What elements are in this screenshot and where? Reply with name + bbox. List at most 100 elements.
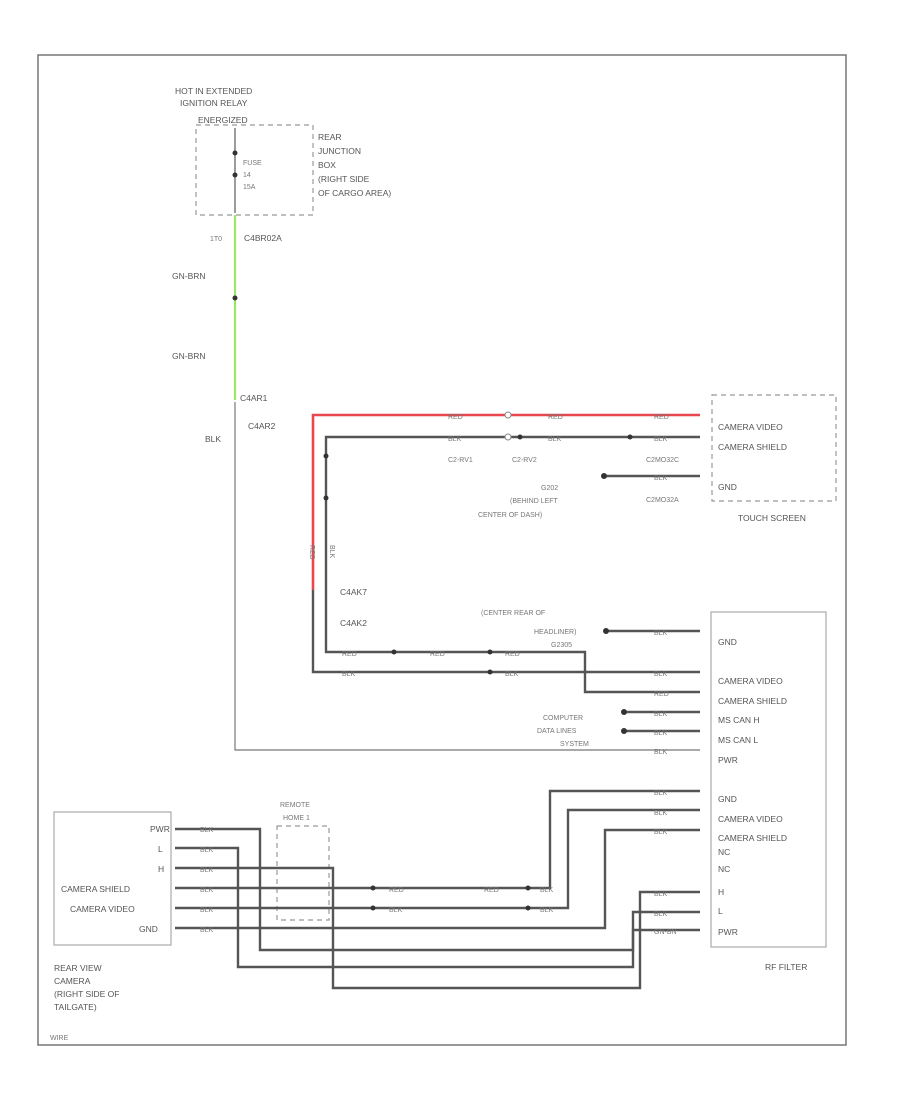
fuse-label-1: FUSE: [243, 160, 262, 167]
fuse-terminal-bottom: [232, 172, 238, 178]
lower-shield-dot-2: [487, 649, 493, 655]
lower-video-wire: [311, 590, 700, 674]
lower-label-5: BLK: [505, 671, 519, 678]
cam-wire-label-10: BLK: [540, 887, 554, 894]
camera-pin-5: CAMERA VIDEO: [70, 904, 135, 914]
rf-filter-module: [710, 611, 827, 948]
touch-screen-title: TOUCH SCREEN: [738, 513, 806, 523]
touch-screen-module: [711, 394, 837, 502]
camera-title-2: CAMERA: [54, 976, 91, 986]
touch-pin-1: CAMERA VIDEO: [718, 422, 783, 432]
camera-pin-1: PWR: [150, 824, 170, 834]
lower-label-2: BLK: [342, 671, 356, 678]
c2mo32c-label: C2MO32C: [646, 457, 679, 464]
black-shield-wire: [324, 435, 700, 600]
cam-h-wire: [175, 866, 700, 990]
hot-label-2: IGNITION RELAY: [180, 98, 248, 108]
wire-red-label-3: RED: [654, 414, 669, 421]
cam-shield-dot-2: [525, 885, 531, 891]
cam-l-wire: [175, 846, 700, 969]
cam-wire-label-3: BLK: [200, 867, 214, 874]
cam-wire-label-11: BLK: [540, 907, 554, 914]
shield-splice-1: [323, 453, 329, 459]
rf-pin-7: GND: [718, 794, 737, 804]
rf-pin-14: PWR: [718, 927, 738, 937]
rf-pin-11: NC: [718, 864, 730, 874]
cam-wire-label-1: BLK: [200, 827, 214, 834]
rf-pin-12: H: [718, 887, 724, 897]
c2rv2-label: C2-RV2: [512, 457, 537, 464]
lower-label-1: RED: [342, 651, 357, 658]
rf-pin-6: PWR: [718, 755, 738, 765]
camera-title-1: REAR VIEW: [54, 963, 102, 973]
gn-brn-label-2: GN-BRN: [172, 351, 206, 361]
cam-pwr-wire: [175, 827, 700, 952]
rf-gnd2-color: BLK: [654, 790, 668, 797]
rf-filter-title: RF FILTER: [765, 962, 807, 972]
cam-shield-wire: [175, 789, 700, 890]
vert-blk-label: BLK: [328, 545, 335, 559]
camera-title-3: (RIGHT SIDE OF: [54, 989, 120, 999]
rf-video2-color: BLK: [654, 810, 668, 817]
rear-junction-box: [195, 124, 314, 216]
rf-h-color: BLK: [654, 891, 668, 898]
rf-l-color: BLK: [654, 911, 668, 918]
ground-g202: G202: [541, 485, 558, 492]
rf-pin-5: MS CAN L: [718, 735, 758, 745]
camera-pin-4: CAMERA SHIELD: [61, 884, 130, 894]
rjb-label-4: (RIGHT SIDE: [318, 174, 370, 184]
headliner-3: G2305: [551, 642, 572, 649]
c2rv1-label: C2-RV1: [448, 457, 473, 464]
remote-label-1: REMOTE: [280, 802, 310, 809]
camera-pin-6: GND: [139, 924, 158, 934]
wire-blk-label-1: BLK: [448, 436, 462, 443]
can-l-color: BLK: [654, 730, 668, 737]
c2mo32c-pin: [627, 434, 633, 440]
c2rv1-pin-a: [504, 411, 512, 419]
blk-label: BLK: [205, 434, 221, 444]
vert-red-label: RED: [308, 545, 315, 560]
cam-wire-label-2: BLK: [200, 847, 214, 854]
camera-title-4: TAILGATE): [54, 1002, 97, 1012]
touch-pin-3: GND: [718, 482, 737, 492]
rjb-label-2: JUNCTION: [318, 146, 361, 156]
c2rv1-pin-b: [504, 433, 512, 441]
cam-shield-dot-1: [370, 885, 376, 891]
rf-shield2-color: BLK: [654, 829, 668, 836]
can-h-dot: [621, 709, 627, 715]
cam-wire-label-9: RED: [484, 887, 499, 894]
computer-1: COMPUTER: [543, 715, 583, 722]
headliner-1: (CENTER REAR OF: [481, 610, 545, 617]
remote-label-2: HOME 1: [283, 815, 310, 822]
fuse-label-3: 15A: [243, 184, 256, 191]
cam-video-dot-1: [370, 905, 376, 911]
touch-gnd-dot: [601, 473, 607, 479]
rf-shield-color: RED: [654, 691, 669, 698]
rf-video-color: BLK: [654, 671, 668, 678]
rf-pin-4: MS CAN H: [718, 715, 760, 725]
lower-shield-wire: [324, 600, 700, 694]
rf-pin-9: CAMERA SHIELD: [718, 833, 787, 843]
c4ak7-label: C4AK7: [340, 587, 367, 597]
cam-video-dot-2: [525, 905, 531, 911]
gn-brn-splice: [232, 295, 238, 301]
computer-2: DATA LINES: [537, 728, 577, 735]
wire-red-label-1: RED: [448, 414, 463, 421]
rjb-label-3: BOX: [318, 160, 336, 170]
remote-module: [276, 825, 330, 921]
rjb-label-5: OF CARGO AREA): [318, 188, 391, 198]
rear-camera-module: [53, 811, 172, 946]
camera-pin-3: H: [158, 864, 164, 874]
diagram-frame: [37, 54, 847, 1046]
rf-pin-3: CAMERA SHIELD: [718, 696, 787, 706]
footer-label: WIRE: [50, 1035, 69, 1042]
relay-pin: 1T0: [210, 236, 222, 243]
c2rv2-pin: [517, 434, 523, 440]
lower-label-4: RED: [505, 651, 520, 658]
rf-pin-1: GND: [718, 637, 737, 647]
rf-pin-10: NC: [718, 847, 730, 857]
headliner-gnd-color: BLK: [654, 630, 668, 637]
cam-video-wire: [175, 808, 700, 910]
